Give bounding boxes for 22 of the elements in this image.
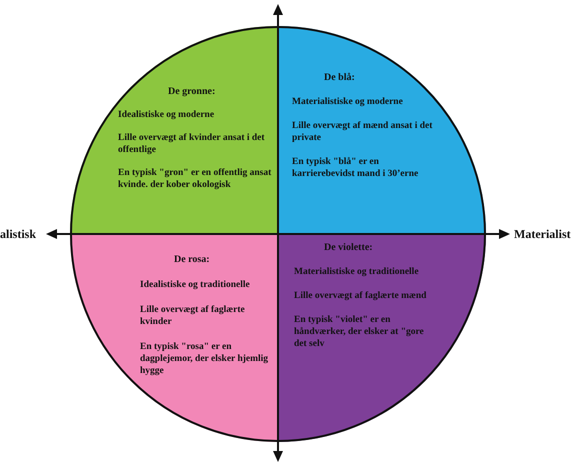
segment-heading: De blå: — [324, 72, 355, 84]
segment-text: Lille overvægt af faglærte mænd — [294, 290, 426, 302]
segment-text: Lille overvægt af kvinder ansat i det offentlige — [118, 132, 266, 156]
quadrant-segment — [278, 26, 486, 234]
segment-text: Lille overvægt af mænd ansat i det private — [292, 120, 434, 144]
segment-heading: De rosa: — [174, 254, 210, 266]
segment-text: En typisk "gron" er en offentlig ansat kvinde. der kober okologisk — [118, 167, 272, 191]
segment-text: Lille overvægt af faglærte kvinder — [140, 304, 246, 328]
segment-text: En typisk "rosa" er en dagplejemor, der elsker hjemlig hygge — [140, 341, 270, 377]
segment-heading: De violette: — [324, 242, 373, 254]
segment-text: Materialistiske og moderne — [292, 96, 403, 108]
segment-text: Materialistiske og traditionelle — [294, 266, 419, 278]
segment-text: En typisk "blå" er en karrierebevidst mand i 30’erne — [292, 156, 420, 180]
segment-text: Idealistiske og moderne — [118, 109, 214, 121]
segment-heading: De gronne: — [168, 86, 216, 98]
quadrant-segment — [278, 234, 486, 442]
segment-text: Idealistiske og traditionelle — [140, 279, 250, 291]
axis-label: Materialist — [514, 227, 571, 241]
quadrant-segment — [70, 234, 278, 442]
axis-label: alistisk — [0, 227, 36, 241]
quadrant-segment — [70, 26, 278, 234]
segment-text: En typisk "violet" er en håndværker, der elsker at "gore det selv — [294, 314, 425, 350]
